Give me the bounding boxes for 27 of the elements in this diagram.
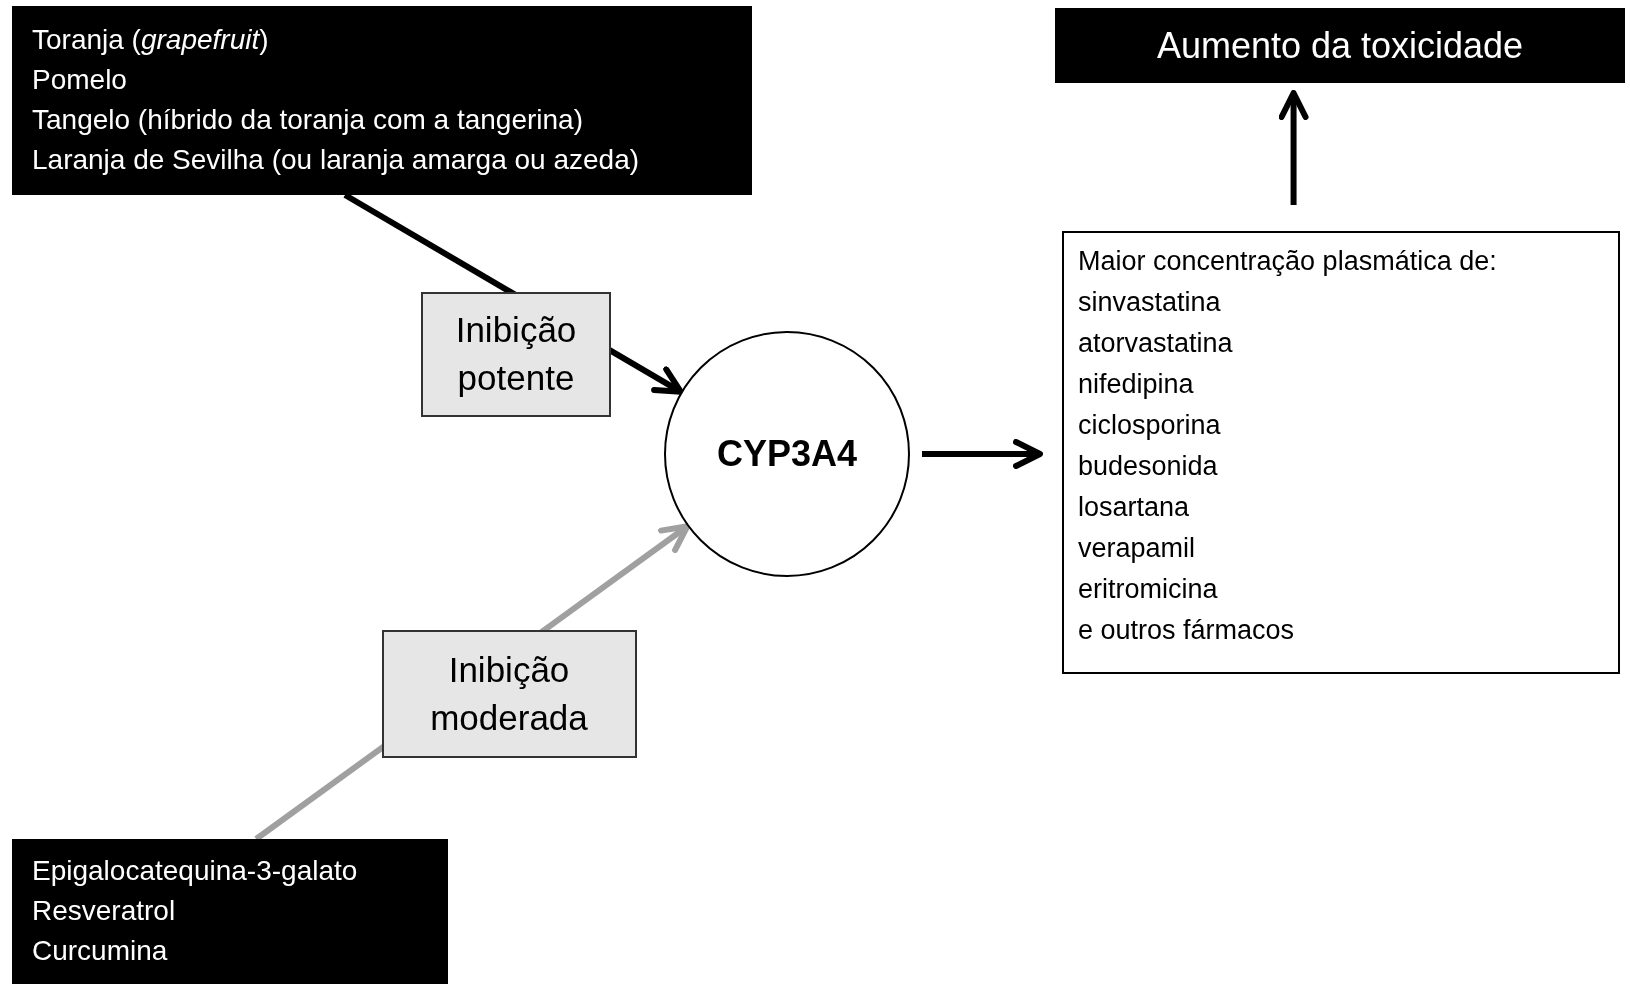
outcome-label: Aumento da toxicidade <box>1156 23 1524 68</box>
edge-label: Inibição potente <box>421 291 611 417</box>
list-item: budesonida <box>1078 450 1219 483</box>
list-item: e outros fármacos <box>1078 614 1296 647</box>
list-item: eritromicina <box>1078 573 1219 606</box>
list-item: nifedipina <box>1078 368 1195 401</box>
edge-label: Inibição moderada <box>381 630 637 758</box>
list-item: Toranja (grapefruit) <box>32 23 270 57</box>
arrow <box>922 439 1043 469</box>
list-item: Laranja de Sevilha (ou laranja amarga ou azeda) <box>32 143 641 177</box>
source-box <box>12 6 752 195</box>
arrow <box>1278 90 1309 205</box>
list-heading: Maior concentração plasmática de: <box>1078 245 1498 278</box>
list-item: verapamil <box>1078 532 1197 565</box>
outcome-box <box>1055 8 1625 83</box>
list-item: sinvastatina <box>1078 286 1222 319</box>
list-item: Tangelo (híbrido da toranja com a tangerina) <box>32 103 584 137</box>
source-box <box>12 839 448 984</box>
list-item: Pomelo <box>32 63 128 97</box>
list-item: ciclosporina <box>1078 409 1222 442</box>
list-item: atorvastatina <box>1078 327 1234 360</box>
list-item: Epigalocatequina-3-galato <box>32 854 359 888</box>
list-item: Curcumina <box>32 934 169 968</box>
drug-list-box <box>1062 231 1620 674</box>
list-item: Resveratrol <box>32 894 177 928</box>
list-item: losartana <box>1078 491 1191 524</box>
enzyme-label: CYP3A4 <box>716 433 858 475</box>
